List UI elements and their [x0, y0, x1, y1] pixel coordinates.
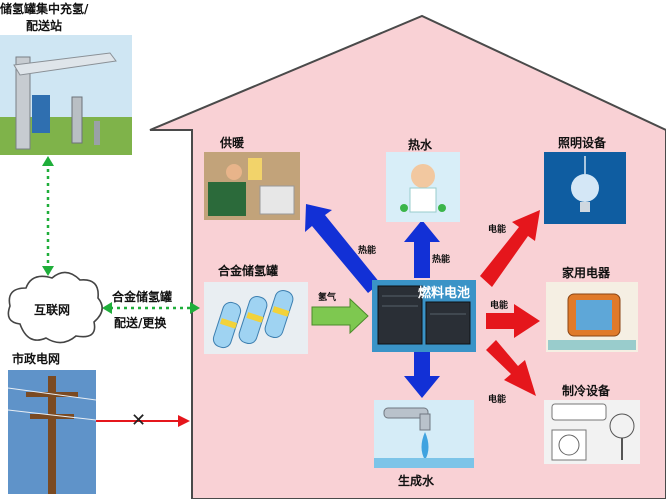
delivery-line2: 配送/更换 [114, 316, 167, 330]
power-pole-image [8, 370, 96, 494]
heat-edge-label-water: 热能 [432, 255, 451, 265]
alloy-tank-image [204, 282, 308, 354]
power-edge-label-cooling: 电能 [488, 395, 507, 405]
water-arrow [404, 352, 440, 398]
hydrogen-station-image [0, 35, 132, 155]
station-title-line1: 储氢罐集中充氢/ [0, 2, 89, 16]
power-edge-label-lighting: 电能 [488, 225, 507, 235]
grid-label: 市政电网 [12, 352, 61, 366]
water-label: 生成水 [398, 474, 435, 488]
hydrogen-arrow [311, 297, 369, 335]
fuel-cell-image [372, 280, 476, 352]
hydrogen-edge-label: 氢气 [318, 293, 337, 303]
power-arrow-lighting [480, 210, 540, 287]
cloud-icon [7, 271, 103, 344]
internet-label: 互联网 [34, 303, 71, 317]
hot-water-label: 热水 [408, 138, 433, 152]
water-image [374, 400, 474, 468]
appliances-label: 家用电器 [562, 266, 611, 280]
power-arrow-appliance [486, 304, 540, 338]
lighting-label: 照明设备 [558, 136, 607, 150]
blocked-mark: ✕ [131, 410, 147, 431]
fuel-cell-label: 燃料电池 [418, 286, 471, 301]
station-title-line2: 配送站 [26, 19, 63, 33]
lighting-image [544, 152, 626, 224]
power-arrow-cooling [486, 340, 536, 396]
power-edge-label-appliance: 电能 [490, 301, 509, 311]
heat-arrow-heating [305, 204, 380, 293]
appliances-image [546, 282, 638, 352]
delivery-line1: 合金储氢罐 [112, 290, 173, 304]
hot-water-image [386, 152, 460, 222]
heating-image [204, 152, 300, 220]
heat-edge-label-heating: 热能 [358, 246, 377, 256]
heat-arrow-water [404, 220, 440, 278]
heating-label: 供暖 [220, 136, 245, 150]
tank-label: 合金储氢罐 [218, 264, 279, 278]
cooling-label: 制冷设备 [562, 384, 611, 398]
cooling-image [544, 400, 640, 464]
